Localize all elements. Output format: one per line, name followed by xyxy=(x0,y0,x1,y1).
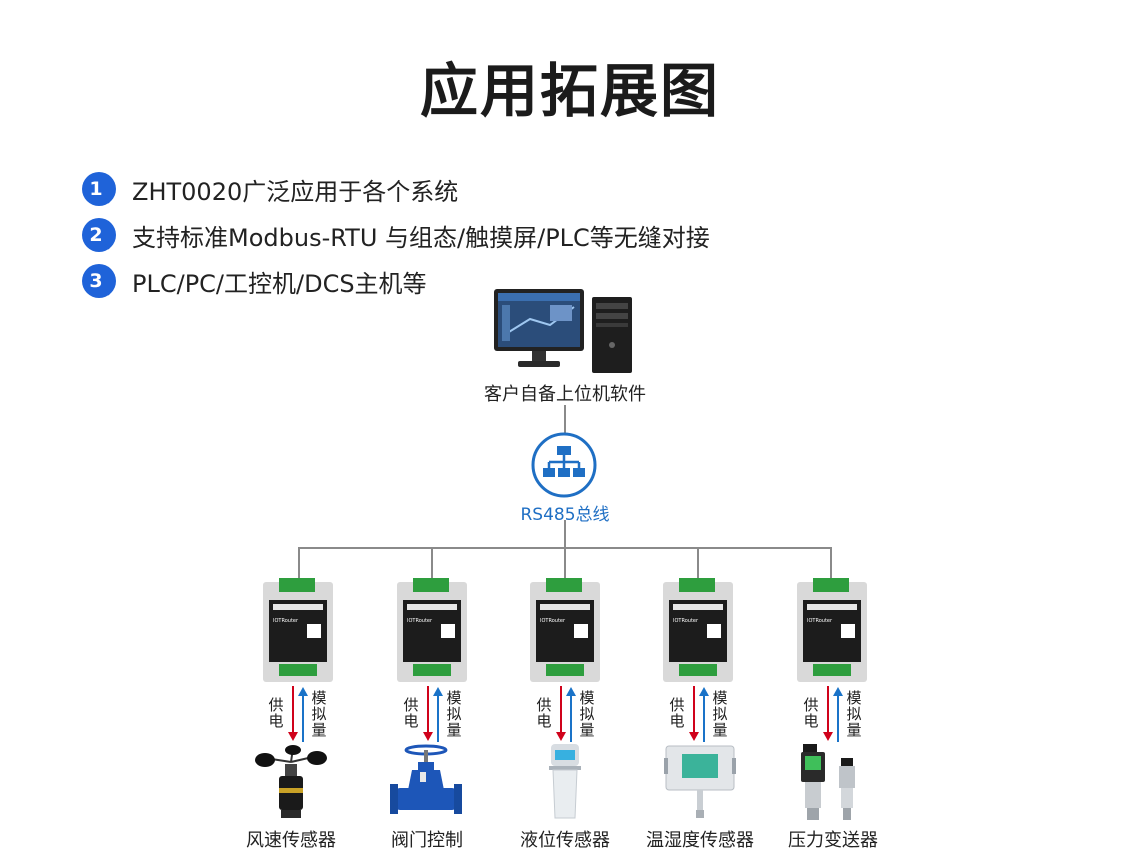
arrow-down-icon xyxy=(823,686,833,741)
wire-pc-bus xyxy=(564,405,566,433)
page-title: 应用拓展图 xyxy=(419,57,720,125)
computer-icon xyxy=(494,289,632,373)
arrow-down-icon xyxy=(556,686,566,741)
feature-item-3: 3 、 PLC/PC/工控机/DCS主机等 xyxy=(82,258,710,304)
io-module-icon: IOTRouter xyxy=(797,578,867,682)
arrow-down-icon xyxy=(689,686,699,741)
feature-text: PLC/PC/工控机/DCS主机等 xyxy=(132,269,427,298)
bus-label: RS485总线 xyxy=(520,505,610,525)
io-module-icon: IOTRouter xyxy=(663,578,733,682)
badge-number: 2 xyxy=(89,224,103,246)
sensor-label-level: 液位传感器 xyxy=(520,830,610,851)
module-brand: IOTRouter xyxy=(273,618,299,624)
feature-text: 支持标准Modbus-RTU 与组态/触摸屏/PLC等无缝对接 xyxy=(132,223,710,252)
analog-label: 模拟量 xyxy=(446,689,462,739)
arrow-down-icon xyxy=(423,686,433,741)
analog-label: 模拟量 xyxy=(846,689,862,739)
power-label: 供电 xyxy=(669,696,685,730)
arrow-up-icon xyxy=(298,687,308,742)
arrow-up-icon xyxy=(699,687,709,742)
feature-list: 1 、 ZHT0020广泛应用于各个系统 2 、 支持标准Modbus-RTU … xyxy=(82,166,710,304)
level-sensor-icon xyxy=(549,744,581,819)
power-label: 供电 xyxy=(268,696,284,730)
pressure-transmitter-icon xyxy=(801,744,855,820)
power-label: 供电 xyxy=(803,696,819,730)
sensor-label-pressure: 压力变送器 xyxy=(788,830,878,851)
feature-item-2: 2 、 支持标准Modbus-RTU 与组态/触摸屏/PLC等无缝对接 xyxy=(82,212,710,258)
wire-drop-2 xyxy=(431,547,433,579)
analog-label: 模拟量 xyxy=(712,689,728,739)
feature-text: ZHT0020广泛应用于各个系统 xyxy=(132,177,459,206)
power-label: 供电 xyxy=(536,696,552,730)
wire-drop-4 xyxy=(697,547,699,579)
module-brand: IOTRouter xyxy=(673,618,699,624)
badge-number: 3 xyxy=(89,270,103,292)
arrow-up-icon xyxy=(566,687,576,742)
io-module-icon: IOTRouter xyxy=(263,578,333,682)
sensor-label-temp-humidity: 温湿度传感器 xyxy=(646,830,754,851)
number-badge: 2 、 xyxy=(82,218,120,252)
arrow-up-icon xyxy=(433,687,443,742)
badge-mark: 、 xyxy=(103,279,120,298)
arrow-up-icon xyxy=(833,687,843,742)
badge-mark: 、 xyxy=(103,233,120,252)
pc-label: 客户自备上位机软件 xyxy=(484,384,646,405)
analog-label: 模拟量 xyxy=(579,689,595,739)
temperature-humidity-sensor-icon xyxy=(664,745,736,818)
module-brand: IOTRouter xyxy=(407,618,433,624)
module-brand: IOTRouter xyxy=(807,618,833,624)
sensor-label-valve: 阀门控制 xyxy=(391,830,463,851)
network-hub-icon xyxy=(531,432,597,498)
badge-mark: 、 xyxy=(103,187,120,206)
sensor-label-wind: 风速传感器 xyxy=(246,830,336,851)
wire-drop-1 xyxy=(298,547,300,579)
anemometer-icon xyxy=(255,745,327,818)
number-badge: 3 、 xyxy=(82,264,120,298)
io-module-icon: IOTRouter xyxy=(530,578,600,682)
arrow-down-icon xyxy=(288,686,298,741)
module-brand: IOTRouter xyxy=(540,618,566,624)
feature-item-1: 1 、 ZHT0020广泛应用于各个系统 xyxy=(82,166,710,212)
wire-drop-3 xyxy=(564,547,566,579)
io-module-icon: IOTRouter xyxy=(397,578,467,682)
wire-drop-5 xyxy=(830,547,832,579)
number-badge: 1 、 xyxy=(82,172,120,206)
wire-bus-down xyxy=(564,520,566,548)
valve-icon xyxy=(390,744,462,814)
badge-number: 1 xyxy=(89,178,103,200)
analog-label: 模拟量 xyxy=(311,689,327,739)
power-label: 供电 xyxy=(403,696,419,730)
